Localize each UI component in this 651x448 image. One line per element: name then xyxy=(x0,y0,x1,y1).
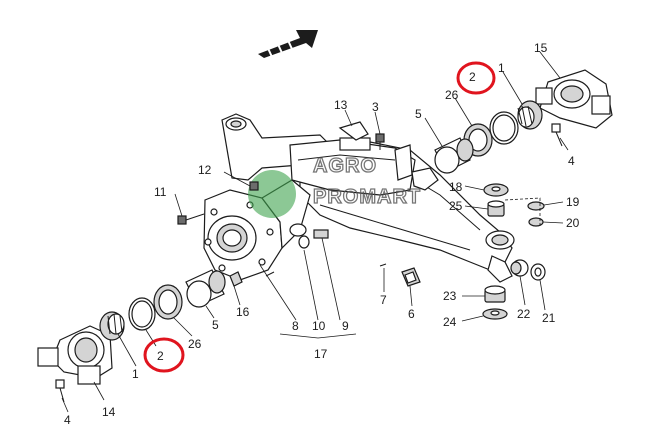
callout-5-left: 5 xyxy=(212,318,219,332)
callouts: 15 1 2 26 5 3 13 4 18 25 19 20 22 21 23 … xyxy=(64,41,580,427)
callout-2-right: 2 xyxy=(469,70,476,84)
watermark-line2: PROMART xyxy=(313,186,421,208)
part-4-bolt-right xyxy=(551,123,563,147)
callout-16: 16 xyxy=(236,305,250,319)
part-19-nut xyxy=(527,201,545,211)
watermark-logo-icon xyxy=(248,170,296,218)
part-20-nut xyxy=(528,217,544,227)
part-9-bolt xyxy=(313,229,329,239)
highlight-circle-left xyxy=(143,337,185,373)
callout-11: 11 xyxy=(154,185,167,199)
part-1-bearing-left xyxy=(99,311,125,341)
watermark: AGRO PROMART xyxy=(248,154,421,218)
callout-14: 14 xyxy=(102,405,116,419)
callout-24: 24 xyxy=(443,315,457,329)
callout-5-right: 5 xyxy=(415,107,422,121)
callout-7: 7 xyxy=(380,293,387,307)
part-25-nut xyxy=(487,200,505,217)
callout-22: 22 xyxy=(517,307,531,321)
part-5-bushing-right xyxy=(434,137,474,174)
highlight-circle-right xyxy=(456,61,496,95)
part-8-pin xyxy=(265,271,275,277)
callout-1-left: 1 xyxy=(132,367,139,381)
part-16-stud xyxy=(229,271,243,287)
callout-8: 8 xyxy=(292,319,299,333)
callout-18: 18 xyxy=(449,180,463,194)
callout-21: 21 xyxy=(542,311,556,325)
callout-13: 13 xyxy=(334,98,348,112)
part-1-bearing-right xyxy=(517,100,543,130)
part-7-pin xyxy=(379,263,387,267)
direction-arrow-icon xyxy=(258,30,318,58)
part-10-bolt xyxy=(298,235,310,249)
callout-2-left: 2 xyxy=(157,349,164,363)
callout-10: 10 xyxy=(312,319,326,333)
leader-lines xyxy=(61,51,569,413)
callout-12: 12 xyxy=(198,163,212,177)
part-15-bearing-housing xyxy=(535,69,613,129)
part-23-nut xyxy=(484,285,506,303)
axle-housing xyxy=(203,113,515,283)
callout-9: 9 xyxy=(342,319,349,333)
callout-26-right: 26 xyxy=(445,88,459,102)
callout-20: 20 xyxy=(566,216,580,230)
part-4-bolt-left xyxy=(55,379,65,403)
part-12-bolt xyxy=(249,181,259,191)
callout-3: 3 xyxy=(372,100,379,114)
callout-6: 6 xyxy=(408,307,415,321)
part-6-plate xyxy=(401,267,421,287)
callout-4-right: 4 xyxy=(568,154,575,168)
callout-17: 17 xyxy=(314,347,328,361)
callout-25: 25 xyxy=(449,199,463,213)
callout-26-left: 26 xyxy=(188,337,202,351)
watermark-line1: AGRO xyxy=(313,155,377,177)
part-5-bushing-left xyxy=(185,269,226,308)
callout-4-left: 4 xyxy=(64,413,71,427)
callout-15: 15 xyxy=(534,41,548,55)
callout-1-right: 1 xyxy=(498,61,505,75)
callout-19: 19 xyxy=(566,195,580,209)
callout-23: 23 xyxy=(443,289,457,303)
part-14-bearing-housing xyxy=(37,325,113,385)
part-22-bushing xyxy=(510,259,529,277)
